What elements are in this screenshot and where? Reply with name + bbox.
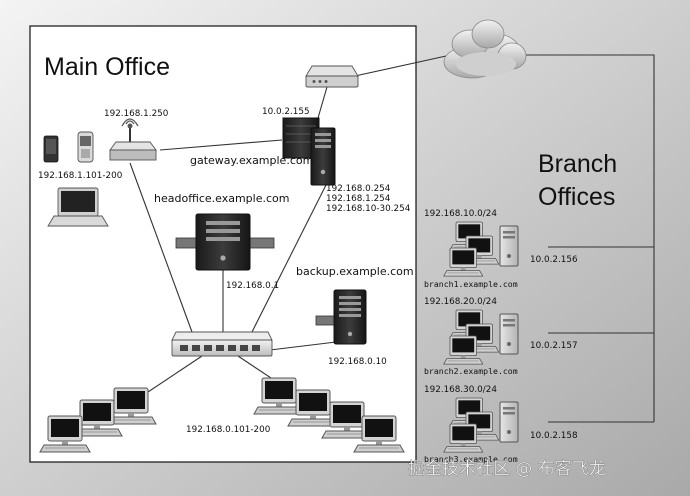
link-gateway-switch [251,184,327,333]
headoffice-server-icon [175,213,275,271]
access-point-ip-label: 192.168.1.250 [104,109,169,119]
backup-server-icon [315,289,367,345]
branch-offices-title-line2: Offices [538,183,615,211]
desktops-range-label: 192.168.0.101-200 [186,425,271,435]
watermark: 掘金技术社区 @ 布客飞龙 [408,459,606,479]
main-office-title: Main Office [44,53,170,81]
network-links [129,54,655,423]
pda-icon [43,135,59,163]
branch2-hostname-label: branch2.example.com [424,366,518,376]
branch3-wan-ip-label: 10.0.2.158 [530,431,578,441]
gateway-ip1-label: 192.168.0.254 [326,184,391,194]
gateway-hostname-label: gateway.example.com [190,154,313,167]
backup-ip-label: 192.168.0.10 [328,357,387,367]
modem-ip-label: 10.0.2.155 [262,107,310,117]
headoffice-ip-label: 192.168.0.1 [226,281,279,291]
branch1-subnet-label: 192.168.10.0/24 [424,209,497,219]
gateway-ip3-label: 192.168.10-30.254 [326,204,411,214]
branch3-hostname-label: branch3.example.com [424,454,518,464]
gateway-server-icon [282,117,336,186]
mobile-phone-icon [77,131,94,163]
backup-hostname-label: backup.example.com [296,265,414,278]
link-ap-gateway [159,139,283,151]
access-point-icon [109,118,157,161]
branch-offices-title-line1: Branch [538,150,617,178]
link-modem-gateway [317,86,328,119]
wireless-range-label: 192.168.1.101-200 [38,171,123,181]
branch3-subnet-label: 192.168.30.0/24 [424,385,497,395]
network-switch-icon [171,331,273,357]
branch1-wan-ip-label: 10.0.2.156 [530,255,578,265]
headoffice-hostname-label: headoffice.example.com [154,192,289,205]
branch2-wan-ip-label: 10.0.2.157 [530,341,578,351]
link-cloud-modem [354,55,447,77]
laptop-icon [47,187,109,227]
internet-cloud-icon [443,19,527,79]
link-backup-switch [269,341,337,351]
gateway-ip2-label: 192.168.1.254 [326,194,391,204]
branch1-hostname-label: branch1.example.com [424,279,518,289]
link-ap-switch [129,162,193,333]
branch2-subnet-label: 192.168.20.0/24 [424,297,497,307]
link-wan-branch1 [520,54,655,248]
modem-icon [305,65,359,88]
